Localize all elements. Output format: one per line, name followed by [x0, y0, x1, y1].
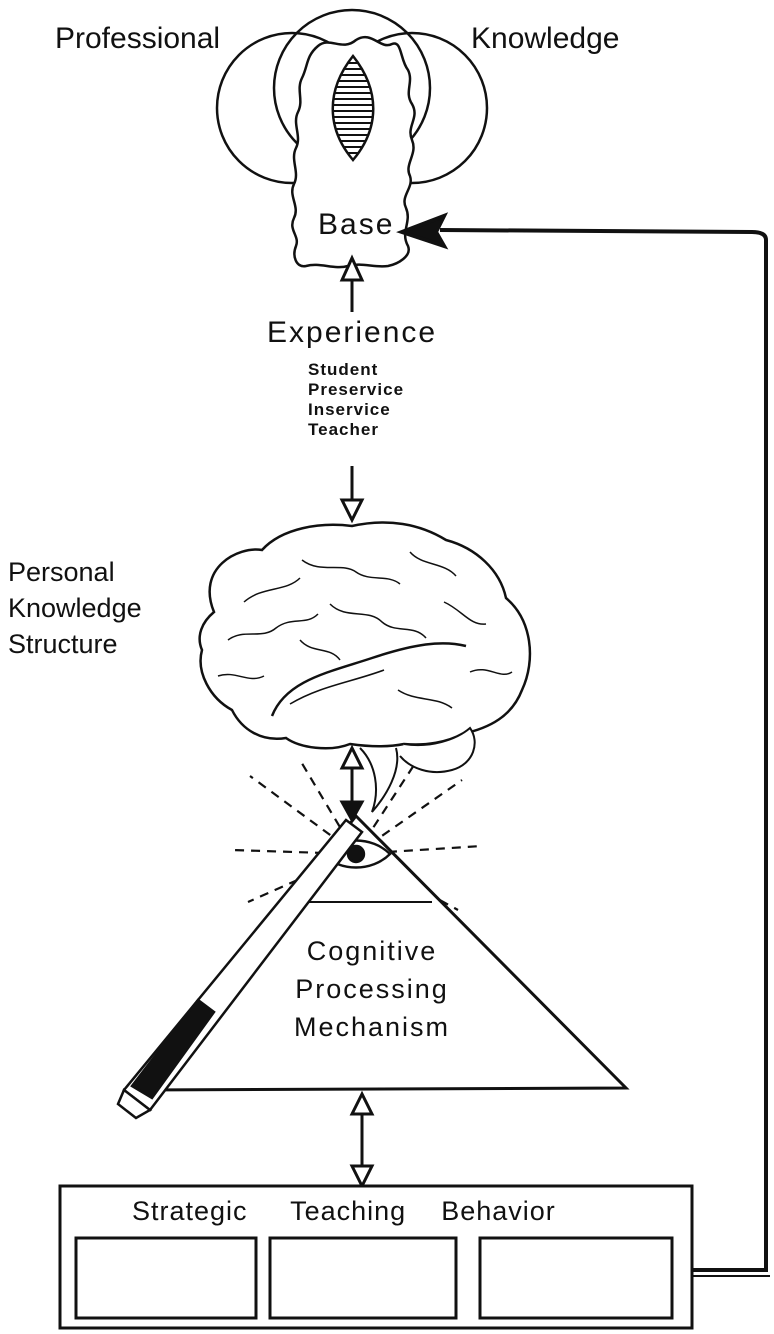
- personal-line-2: Knowledge: [8, 590, 142, 626]
- behavior-word-1: Strategic: [132, 1196, 248, 1226]
- arrow-pyramid-behavior: [352, 1094, 372, 1186]
- cognitive-line-2: Processing: [262, 970, 482, 1008]
- behavior-word-3: Behavior: [441, 1196, 556, 1226]
- label-cognitive-processing-mechanism: Cognitive Processing Mechanism: [262, 932, 482, 1046]
- personal-line-1: Personal: [8, 554, 142, 590]
- label-strategic-teaching-behavior: Strategic Teaching Behavior: [132, 1198, 556, 1225]
- arrow-experience-to-brain: [342, 466, 362, 520]
- label-base: Base: [318, 210, 394, 240]
- experience-item-inservice: Inservice: [308, 400, 404, 420]
- arrow-brain-eye: [342, 748, 362, 820]
- label-knowledge: Knowledge: [471, 24, 619, 54]
- experience-list: Student Preservice Inservice Teacher: [308, 360, 404, 440]
- brain-icon: [200, 522, 530, 812]
- experience-item-student: Student: [308, 360, 404, 380]
- label-personal-knowledge-structure: Personal Knowledge Structure: [8, 554, 142, 662]
- behavior-slot-2: [270, 1238, 456, 1318]
- experience-item-preservice: Preservice: [308, 380, 404, 400]
- label-professional: Professional: [55, 24, 220, 54]
- cognitive-line-1: Cognitive: [262, 932, 482, 970]
- behavior-slot-3: [480, 1238, 672, 1318]
- experience-item-teacher: Teacher: [308, 420, 404, 440]
- behavior-word-2: Teaching: [290, 1196, 406, 1226]
- personal-line-3: Structure: [8, 626, 142, 662]
- behavior-slot-1: [76, 1238, 256, 1318]
- label-experience: Experience: [267, 318, 437, 348]
- cognitive-line-3: Mechanism: [262, 1008, 482, 1046]
